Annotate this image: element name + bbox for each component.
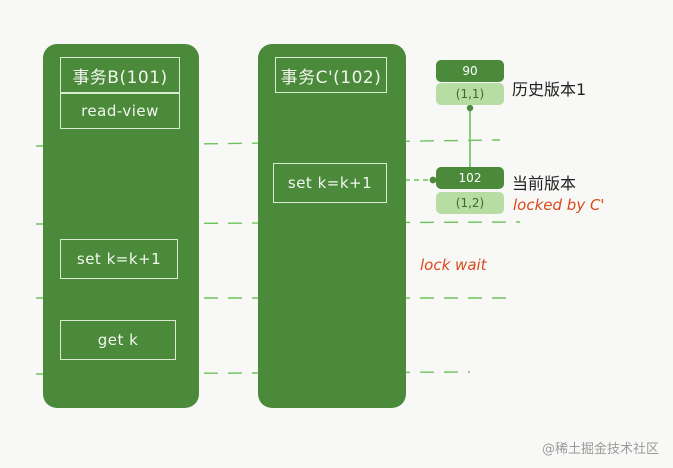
watermark: @稀土掘金技术社区 (541, 442, 659, 457)
current-version-value: 102 (436, 167, 504, 189)
version-chain-dot (466, 104, 474, 112)
update-arrow-head (429, 176, 437, 184)
transaction-b-read-view: read-view (60, 93, 180, 129)
lock-wait-label: lock wait (420, 256, 487, 274)
transaction-b-get-step: get k (60, 320, 176, 360)
history-version-trx: (1,1) (436, 83, 504, 105)
current-version-trx: (1,2) (436, 192, 504, 214)
transaction-c-set-step: set k=k+1 (273, 163, 387, 203)
transaction-c-title: 事务C'(102) (275, 57, 387, 93)
history-version-label: 历史版本1 (512, 80, 587, 99)
transaction-b-title: 事务B(101) (60, 57, 180, 93)
transaction-c-column (258, 44, 406, 408)
current-version-label: 当前版本 (512, 174, 577, 193)
transaction-b-set-step: set k=k+1 (60, 239, 178, 279)
transaction-b-column (43, 44, 199, 408)
history-version-value: 90 (436, 60, 504, 82)
locked-status-label: locked by C' (513, 196, 605, 214)
